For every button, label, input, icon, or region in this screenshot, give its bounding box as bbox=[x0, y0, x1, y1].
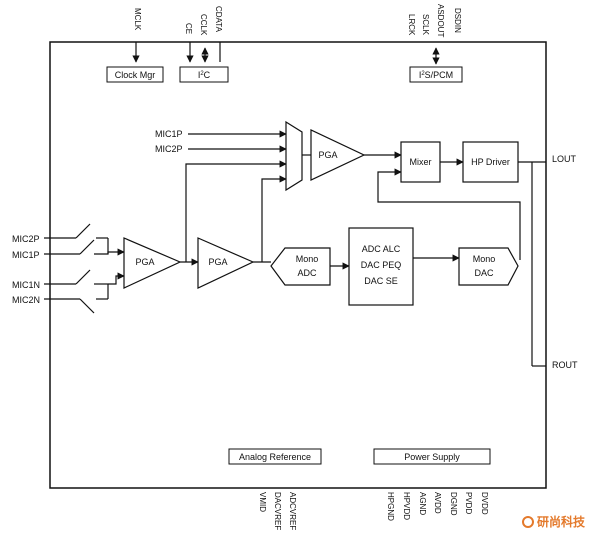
pin-vmid: VMID bbox=[258, 492, 267, 512]
top-path-wires bbox=[185, 130, 546, 367]
clock-mgr-block bbox=[106, 66, 164, 83]
mic-switches bbox=[44, 223, 125, 314]
pin-ce: CE bbox=[184, 23, 193, 34]
pin-dgnd: DGND bbox=[449, 492, 458, 516]
i2s-pcm-block bbox=[409, 66, 463, 83]
mono-adc-label-1: Mono bbox=[296, 254, 319, 264]
pga-mid-triangle bbox=[197, 237, 255, 289]
dsp-block bbox=[348, 227, 414, 306]
i2c-label: I2C bbox=[198, 70, 211, 80]
label-mic1n: MIC1N bbox=[12, 280, 40, 290]
pin-cdata: CDATA bbox=[214, 6, 223, 33]
label-mic2n: MIC2N bbox=[12, 295, 40, 305]
pin-avdd: AVDD bbox=[433, 492, 442, 514]
pin-sclk: SCLK bbox=[421, 14, 430, 36]
top-pins: MCLK CE CCLK CDATA LRCK SCLK ASDOUT DSDI… bbox=[133, 4, 462, 37]
logo-mark-icon bbox=[522, 516, 534, 528]
mono-dac-label-2: DAC bbox=[474, 268, 494, 278]
mono-dac-label-1: Mono bbox=[473, 254, 496, 264]
pin-cclk: CCLK bbox=[199, 14, 208, 36]
pin-dsdin: DSDIN bbox=[453, 8, 462, 33]
mono-dac-block bbox=[458, 247, 519, 286]
pin-lrck: LRCK bbox=[407, 14, 416, 36]
label-mic1p: MIC1P bbox=[12, 250, 40, 260]
label-lout: LOUT bbox=[552, 154, 577, 164]
i2c-block bbox=[179, 66, 229, 83]
label-mic1p-top: MIC1P bbox=[155, 129, 183, 139]
pin-hpgnd: HPGND bbox=[386, 492, 395, 521]
mixer-label: Mixer bbox=[410, 157, 432, 167]
power-supply-block bbox=[373, 448, 491, 465]
main-path-wires bbox=[180, 254, 460, 270]
hp-driver-label: HP Driver bbox=[471, 157, 510, 167]
chip-outline bbox=[49, 41, 547, 489]
pin-asdout: ASDOUT bbox=[436, 4, 445, 37]
label-rout: ROUT bbox=[552, 360, 578, 370]
pin-agnd: AGND bbox=[418, 492, 427, 515]
dsp-label-3: DAC SE bbox=[364, 276, 398, 286]
pga-left-triangle bbox=[123, 237, 182, 289]
clock-mgr-label: Clock Mgr bbox=[115, 70, 156, 80]
pga-top-label: PGA bbox=[318, 150, 337, 160]
hp-driver-block bbox=[462, 141, 519, 183]
dsp-label-1: ADC ALC bbox=[362, 244, 401, 254]
pga-top-triangle bbox=[310, 129, 366, 181]
pga-left-label: PGA bbox=[135, 257, 154, 267]
label-mic2p-top: MIC2P bbox=[155, 144, 183, 154]
input-mux bbox=[285, 120, 303, 192]
pin-dvdd: DVDD bbox=[480, 492, 489, 515]
mono-adc-label-2: ADC bbox=[297, 268, 317, 278]
pin-pvdd: PVDD bbox=[464, 492, 473, 514]
analog-reference-block bbox=[228, 448, 322, 465]
top-pin-wires bbox=[132, 42, 440, 65]
i2s-pcm-label: I2S/PCM bbox=[419, 70, 453, 80]
pin-dacvref: DACVREF bbox=[273, 492, 282, 530]
bottom-pins: VMID DACVREF ADCVREF HPGND HPVDD AGND AV… bbox=[258, 492, 489, 530]
label-mic2p: MIC2P bbox=[12, 234, 40, 244]
power-supply-label: Power Supply bbox=[404, 452, 460, 462]
pin-mclk: MCLK bbox=[133, 8, 142, 31]
mixer-block bbox=[400, 141, 441, 183]
pga-mid-label: PGA bbox=[208, 257, 227, 267]
dsp-label-2: DAC PEQ bbox=[361, 260, 402, 270]
pin-hpvdd: HPVDD bbox=[402, 492, 411, 520]
pin-adcvref: ADCVREF bbox=[288, 492, 297, 530]
watermark-text: 研尚科技 bbox=[537, 514, 586, 529]
analog-reference-label: Analog Reference bbox=[239, 452, 311, 462]
mono-adc-block bbox=[270, 247, 331, 286]
watermark-logo: 研尚科技 bbox=[522, 514, 586, 529]
